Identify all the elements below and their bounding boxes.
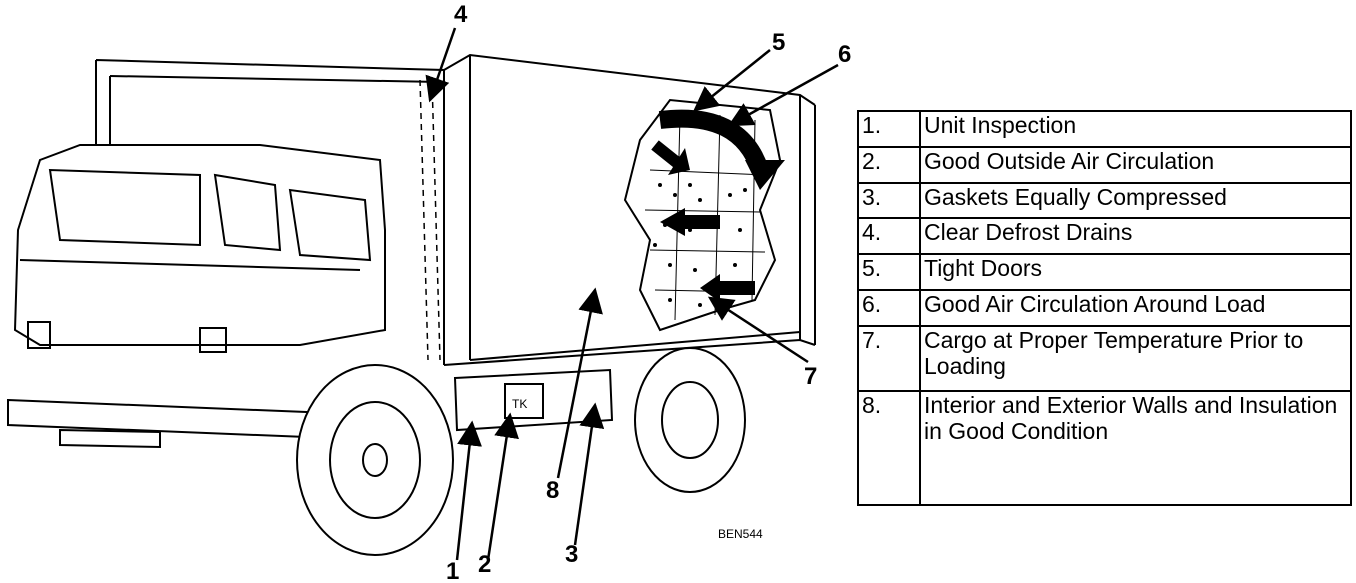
legend-text: Tight Doors: [919, 253, 1352, 292]
callout-7: 7: [804, 363, 817, 390]
legend-row: 7. Cargo at Proper Temperature Prior to …: [857, 324, 1352, 392]
front-wheel: [296, 364, 454, 556]
cargo-cutaway: [623, 98, 785, 332]
callout-4: 4: [454, 1, 468, 28]
callout-1: 1: [446, 558, 459, 583]
rear-wheel: [634, 347, 746, 493]
legend-number: 2.: [857, 145, 921, 184]
legend-row: 4. Clear Defrost Drains: [857, 217, 1352, 256]
legend-text: Interior and Exterior Walls and Insulati…: [919, 389, 1352, 507]
legend-text: Clear Defrost Drains: [919, 217, 1352, 256]
legend-number: 6.: [857, 289, 921, 327]
callout-5: 5: [772, 29, 785, 56]
legend-row: 5. Tight Doors: [857, 253, 1352, 292]
legend-text: Good Air Circulation Around Load: [919, 289, 1352, 327]
figure-code: BEN544: [718, 527, 763, 541]
leader-lines: [425, 27, 839, 561]
callout-2: 2: [478, 551, 491, 578]
legend-row: 6. Good Air Circulation Around Load: [857, 289, 1352, 327]
legend-number: 1.: [857, 110, 921, 148]
legend-text: Cargo at Proper Temperature Prior to Loa…: [919, 324, 1352, 392]
unit-logo-text: TK: [512, 397, 527, 411]
callout-8: 8: [546, 477, 559, 504]
callout-6: 6: [838, 41, 851, 68]
legend-number: 5.: [857, 253, 921, 292]
truck-illustration: TK 1 2 3 4 5 6 7 8 BEN544: [7, 1, 851, 583]
legend-row: 1. Unit Inspection: [857, 110, 1352, 148]
legend-text: Gaskets Equally Compressed: [919, 181, 1352, 220]
legend-row: 2. Good Outside Air Circulation: [857, 145, 1352, 184]
legend-row: 3. Gaskets Equally Compressed: [857, 181, 1352, 220]
legend-text: Unit Inspection: [919, 110, 1352, 148]
legend-number: 3.: [857, 181, 921, 220]
legend-row: 8. Interior and Exterior Walls and Insul…: [857, 389, 1352, 507]
cargo-box: [95, 53, 816, 366]
legend-text: Good Outside Air Circulation: [919, 145, 1352, 184]
truck-cab: [7, 144, 386, 449]
legend-number: 8.: [857, 389, 921, 507]
legend-number: 4.: [857, 217, 921, 256]
legend-table: 1. Unit Inspection 2. Good Outside Air C…: [857, 110, 1352, 507]
legend-number: 7.: [857, 324, 921, 392]
callout-3: 3: [565, 541, 578, 568]
refrigeration-unit: TK: [453, 368, 614, 432]
